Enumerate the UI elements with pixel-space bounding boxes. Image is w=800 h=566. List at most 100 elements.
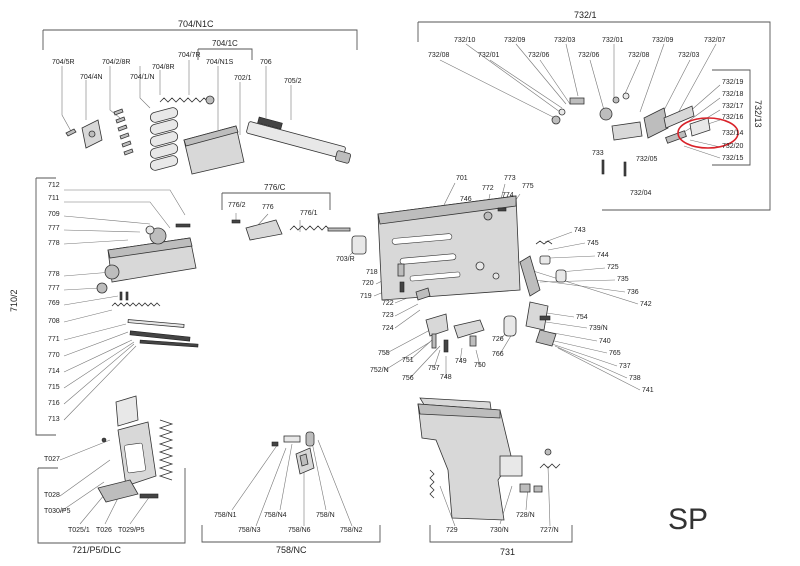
part-732-09a: 732/09 <box>504 37 526 44</box>
trigger-parts <box>519 240 567 347</box>
part-758-n1: 758/N1 <box>214 512 237 519</box>
part-732-03a: 732/03 <box>554 37 576 44</box>
part-737: 737 <box>619 363 631 370</box>
small-screws <box>65 108 134 156</box>
small-parts-receiver <box>397 207 517 353</box>
pin-assembly-776 <box>231 219 367 255</box>
part-706: 706 <box>260 59 272 66</box>
part-732-01a: 732/01 <box>478 52 500 59</box>
part-732-18: 732/18 <box>722 91 744 98</box>
part-736: 736 <box>627 289 639 296</box>
part-704-8r: 704/8R <box>152 64 175 71</box>
highlight-circle-732-14 <box>677 117 739 149</box>
part-705-2: 705/2 <box>284 78 302 85</box>
part-T025-1: T025/1 <box>68 527 90 534</box>
part-738: 738 <box>629 375 641 382</box>
watermark-sp: SP <box>668 503 709 536</box>
part-778a: 778 <box>48 240 60 247</box>
part-772: 772 <box>482 185 494 192</box>
part-732-17: 732/17 <box>722 103 744 110</box>
part-726: 726 <box>492 336 504 343</box>
part-758-n3: 758/N3 <box>238 527 261 534</box>
part-704-7r: 704/7R <box>178 52 201 59</box>
receiver-701 <box>377 195 521 301</box>
part-751: 751 <box>402 357 414 364</box>
part-701: 701 <box>456 175 468 182</box>
part-727-n: 727/N <box>540 527 559 534</box>
part-732-03b: 732/03 <box>678 52 700 59</box>
part-756: 756 <box>402 375 414 382</box>
part-740: 740 <box>599 338 611 345</box>
part-704-1-n: 704/1/N <box>130 74 155 81</box>
part-732-06a: 732/06 <box>528 52 550 59</box>
group-label-758-nc: 758/NC <box>276 545 307 555</box>
part-732-05: 732/05 <box>636 156 658 163</box>
part-748: 748 <box>440 374 452 381</box>
part-766: 766 <box>492 351 504 358</box>
part-778b: 778 <box>48 271 60 278</box>
part-769: 769 <box>48 300 60 307</box>
part-T028: T028 <box>44 492 60 499</box>
part-702-1: 702/1 <box>234 75 252 82</box>
part-750: 750 <box>474 362 486 369</box>
part-743: 743 <box>574 227 586 234</box>
part-703-r: 703/R <box>336 256 355 263</box>
part-773: 773 <box>504 175 516 182</box>
part-744: 744 <box>597 252 609 259</box>
part-742: 742 <box>640 301 652 308</box>
bolt-assembly <box>96 223 199 348</box>
part-776: 776 <box>262 204 274 211</box>
part-725: 725 <box>607 264 619 271</box>
group-label-732-13: 732/13 <box>753 100 763 128</box>
part-715: 715 <box>48 384 60 391</box>
group-label-721: 721/P5/DLC <box>72 545 122 555</box>
sight-assembly <box>551 92 711 177</box>
part-718: 718 <box>366 269 378 276</box>
part-713: 713 <box>48 416 60 423</box>
part-739-n: 739/N <box>589 325 608 332</box>
part-741: 741 <box>642 387 654 394</box>
part-732-04: 732/04 <box>630 190 652 197</box>
part-752-n: 752/N <box>370 367 389 374</box>
part-758-n4: 758/N4 <box>264 512 287 519</box>
magazine-assembly <box>97 395 174 503</box>
group-label-704-1c: 704/1C <box>212 39 238 48</box>
part-724: 724 <box>382 325 394 332</box>
part-776-2: 776/2 <box>228 202 246 209</box>
group-label-732-1: 732/1 <box>574 10 597 20</box>
part-749: 749 <box>455 358 467 365</box>
part-719: 719 <box>360 293 372 300</box>
barrel-assembly <box>65 95 352 175</box>
part-728-n: 728/N <box>516 512 535 519</box>
part-732-15: 732/15 <box>722 155 744 162</box>
part-765: 765 <box>609 350 621 357</box>
part-746: 746 <box>460 196 472 203</box>
group-label-710-2: 710/2 <box>9 289 19 312</box>
part-732-08a: 732/08 <box>428 52 450 59</box>
part-730-n: 730/N <box>490 527 509 534</box>
part-704-n1s: 704/N1S <box>206 59 234 66</box>
part-745: 745 <box>587 240 599 247</box>
part-714: 714 <box>48 368 60 375</box>
barrel-inserts <box>149 107 179 171</box>
part-732-16: 732/16 <box>722 114 744 121</box>
part-732-08b: 732/08 <box>628 52 650 59</box>
part-732-14: 732/14 <box>722 130 744 137</box>
part-T029-P5: T029/P5 <box>118 527 145 534</box>
part-732-19: 732/19 <box>722 79 744 86</box>
group-label-776-c: 776/C <box>264 183 286 192</box>
part-775: 775 <box>522 183 534 190</box>
part-716: 716 <box>48 400 60 407</box>
part-735: 735 <box>617 276 629 283</box>
part-T026: T026 <box>96 527 112 534</box>
part-776-1: 776/1 <box>300 210 318 217</box>
part-712: 712 <box>48 182 60 189</box>
part-732-06b: 732/06 <box>578 52 600 59</box>
part-722: 722 <box>382 300 394 307</box>
part-771: 771 <box>48 336 60 343</box>
part-758-n2: 758/N2 <box>340 527 363 534</box>
part-732-10: 732/10 <box>454 37 476 44</box>
grip-731 <box>417 397 561 521</box>
